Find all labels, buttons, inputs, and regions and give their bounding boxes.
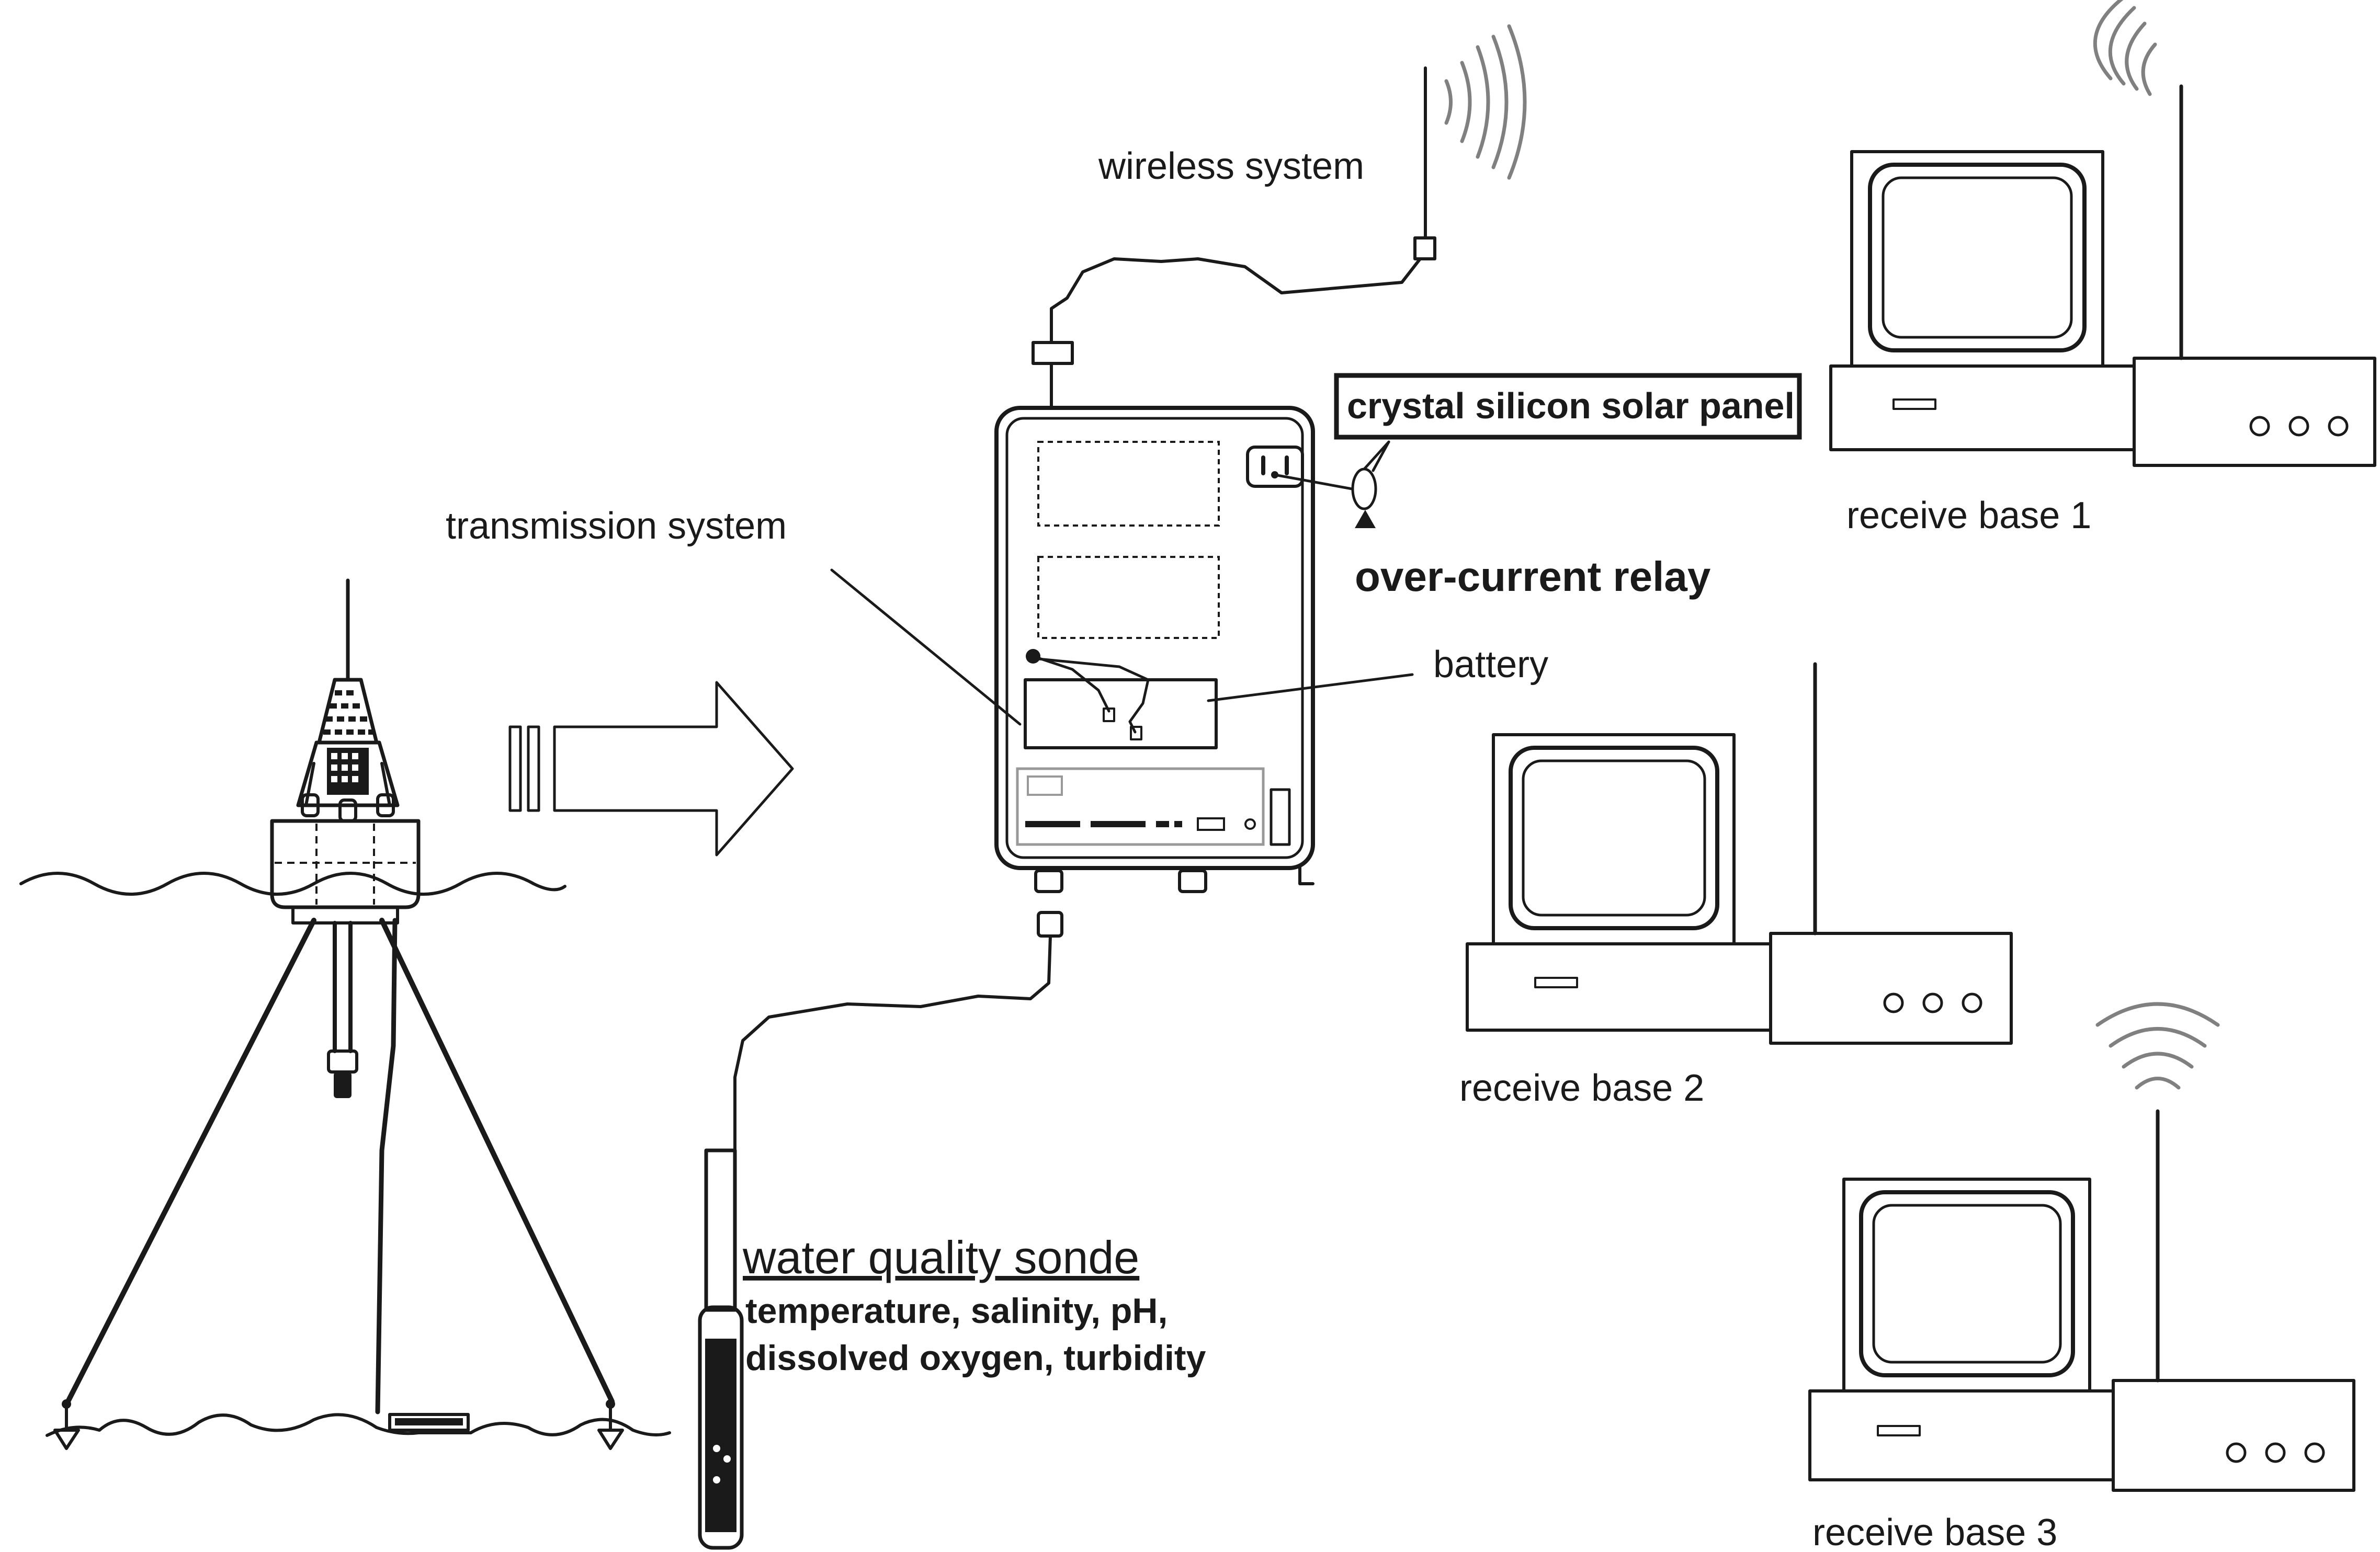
receive-base-2: receive base 2 [1459,662,2013,1109]
battery-leader [1207,673,1414,702]
computer-icon [1829,84,2376,467]
solar-leader [1372,440,1390,472]
computer-icon [1808,1109,2355,1492]
sonde-probe-icon [698,911,1063,1550]
radio-waves-icon [2093,0,2157,96]
radio-waves-icon [2095,1002,2220,1090]
receive-base-1-label: receive base 1 [1846,495,2091,537]
relay-icon [1273,440,1390,528]
over-current-relay-label: over-current relay [1355,553,1711,600]
receive-base-3: receive base 3 [1808,1002,2355,1552]
transmission-leader [830,568,1022,726]
sonde-params-line1: temperature, salinity, pH, [745,1291,1168,1331]
sonde-params-line2: dissolved oxygen, turbidity [745,1338,1206,1378]
water-surface-line [19,872,566,896]
enclosure-icon [994,406,1315,893]
battery-label: battery [1433,644,1548,686]
computer-icon [1466,662,2013,1045]
receive-base-1: receive base 1 [1829,0,2376,537]
buoy-icon [53,578,624,1450]
radio-waves-icon [1444,24,1527,180]
antenna-icon [1032,66,1436,409]
solar-panel-label: crystal silicon solar panel [1347,385,1795,426]
receive-base-2-label: receive base 2 [1459,1067,1704,1109]
seabed-line [46,1413,671,1437]
wireless-system-label: wireless system [1098,145,1364,187]
sonde-title-label: water quality sonde [742,1231,1139,1283]
transmission-system-label: transmission system [446,505,787,547]
receive-base-3-label: receive base 3 [1812,1512,2057,1552]
big-arrow-icon [508,681,794,857]
solar-panel-label-box [1334,373,1802,440]
